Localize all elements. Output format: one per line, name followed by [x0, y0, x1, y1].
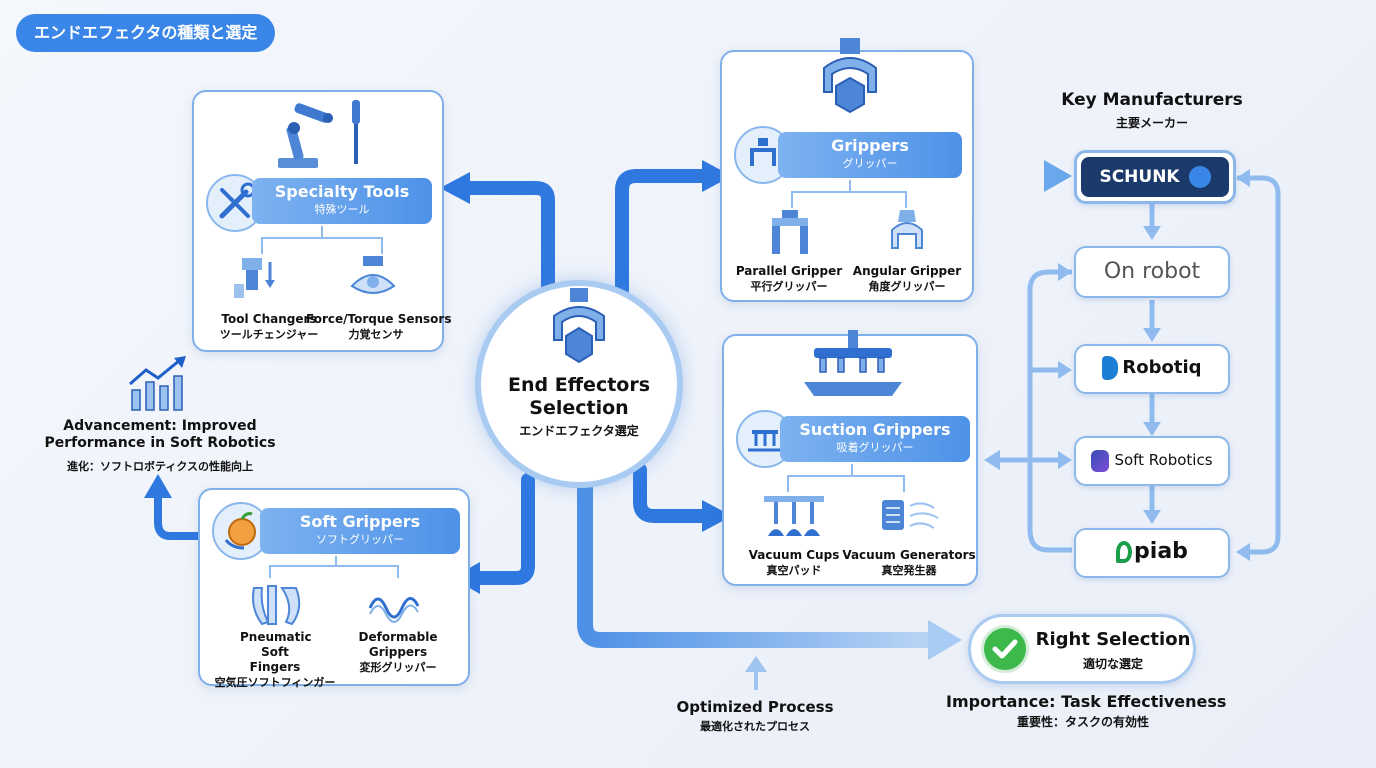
angular-gripper-icon	[882, 208, 932, 258]
gripper-holding-box-icon	[823, 38, 877, 114]
soft-robotics-logo-text: Soft Robotics	[1114, 451, 1213, 469]
arrow-to-suction	[633, 463, 715, 523]
soft-robotics-s-icon	[1091, 449, 1110, 472]
mfr-piab[interactable]: piab	[1074, 528, 1230, 578]
optimized-process-label: Optimized Process	[676, 698, 834, 716]
tree-connector	[261, 226, 383, 254]
mfr-robotiq[interactable]: Robotiq	[1074, 344, 1230, 394]
end-effectors-selection-hub[interactable]: End Effectors Selection エンドエフェクタ選定	[475, 280, 683, 488]
tool-changer-icon	[232, 254, 278, 302]
tree-connector	[791, 180, 907, 208]
gripper-box-icon	[553, 288, 605, 364]
optimized-process-jp: 最適化されたプロセス	[700, 720, 810, 733]
robotiq-r-icon	[1102, 356, 1119, 380]
robotiq-logo-text: Robotiq	[1122, 357, 1202, 378]
arrow-head-right-selection	[928, 620, 962, 660]
hub-title: End Effectors Selection	[507, 374, 651, 419]
tree-connector	[269, 556, 399, 578]
importance-jp: 重要性：タスクの有効性	[1016, 715, 1149, 729]
robot-arm-screwdriver-icon	[278, 100, 360, 168]
suction-array-icon	[804, 330, 902, 396]
manufacturers-subtitle: 主要メーカー	[1115, 116, 1188, 130]
mfr-onrobot[interactable]: On robot	[1074, 246, 1230, 298]
parallel-gripper-icon	[766, 208, 814, 258]
wave-gripper-icon	[368, 586, 420, 626]
mfr-schunk[interactable]: SCHUNK	[1074, 150, 1236, 204]
schunk-swirl-icon	[1188, 166, 1211, 188]
advancement-label: Advancement: Improved Performance in Sof…	[44, 418, 276, 451]
onrobot-logo-text: On robot	[1103, 259, 1201, 284]
advancement-jp: 進化：ソフトロボティクスの性能向上	[66, 460, 253, 473]
right-selection-card[interactable]: Right Selection 適切な選定	[968, 614, 1196, 684]
vacuum-generator-icon	[878, 496, 942, 538]
right-selection-title: Right Selection	[1035, 629, 1191, 650]
manufacturers-title: Key Manufacturers	[1061, 90, 1243, 110]
mfr-soft-robotics[interactable]: Soft Robotics	[1074, 436, 1230, 486]
right-selection-jp: 適切な選定	[1082, 657, 1143, 671]
hub-subtitle: エンドエフェクタ選定	[519, 424, 639, 438]
arrow-to-right-selection	[577, 468, 938, 648]
force-sensor-icon	[348, 254, 398, 302]
vacuum-cups-icon	[762, 494, 826, 542]
check-icon	[981, 625, 1029, 673]
arrow-to-grippers	[615, 169, 715, 297]
arrow-to-soft	[469, 473, 535, 585]
piab-logo-text: piab	[1134, 539, 1188, 564]
arrow-to-advancement	[154, 496, 198, 540]
growth-chart-icon	[129, 356, 186, 411]
page-tag: エンドエフェクタの種類と選定	[16, 14, 276, 52]
schunk-logo-text: SCHUNK	[1099, 167, 1180, 187]
arrow-to-specialty	[461, 181, 555, 307]
soft-fingers-icon	[248, 582, 302, 628]
importance-label: Importance: Task Effectiveness	[946, 692, 1227, 711]
piab-p-icon	[1116, 541, 1133, 563]
tree-connector	[787, 464, 905, 492]
